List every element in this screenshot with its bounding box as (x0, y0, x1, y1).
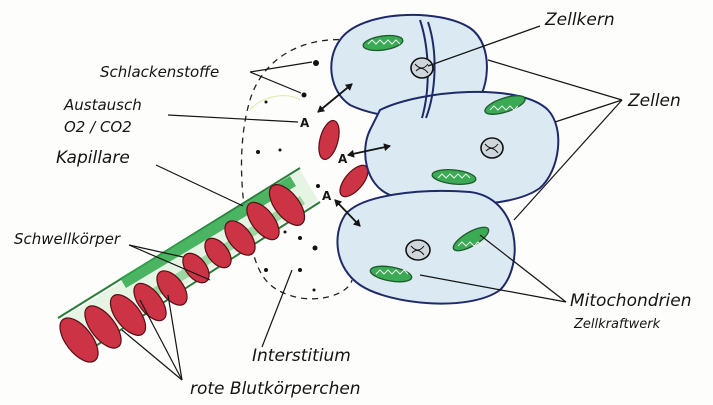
label-rote-blutkoerperchen: rote Blutkörperchen (190, 381, 361, 398)
label-kapillare: Kapillare (56, 150, 130, 167)
label-zellkraftwerk: Zellkraftwerk (574, 318, 660, 331)
label-mitochondrien: Mitochondrien (570, 293, 692, 310)
leader-kapillare (156, 165, 243, 206)
cells (331, 15, 558, 304)
leader-austausch (168, 115, 298, 122)
cell-middle (365, 92, 558, 205)
exchange-marker: A (338, 153, 347, 165)
leader-schlackenstoffe-2 (250, 72, 301, 93)
label-zellkern: Zellkern (545, 12, 615, 29)
label-zellen: Zellen (628, 93, 681, 110)
label-austausch-line1: Austausch (64, 98, 142, 113)
exchange-marker: A (300, 117, 309, 129)
leader-schlackenstoffe-1 (250, 62, 312, 72)
label-schlackenstoffe: Schlackenstoffe (100, 65, 219, 80)
label-interstitium: Interstitium (252, 348, 351, 365)
leader-rbc-3 (122, 330, 182, 380)
exchange-marker: A (322, 190, 331, 202)
label-schwellkoerper: Schwellkörper (14, 232, 120, 247)
label-austausch-line2: O2 / CO2 (64, 120, 132, 135)
